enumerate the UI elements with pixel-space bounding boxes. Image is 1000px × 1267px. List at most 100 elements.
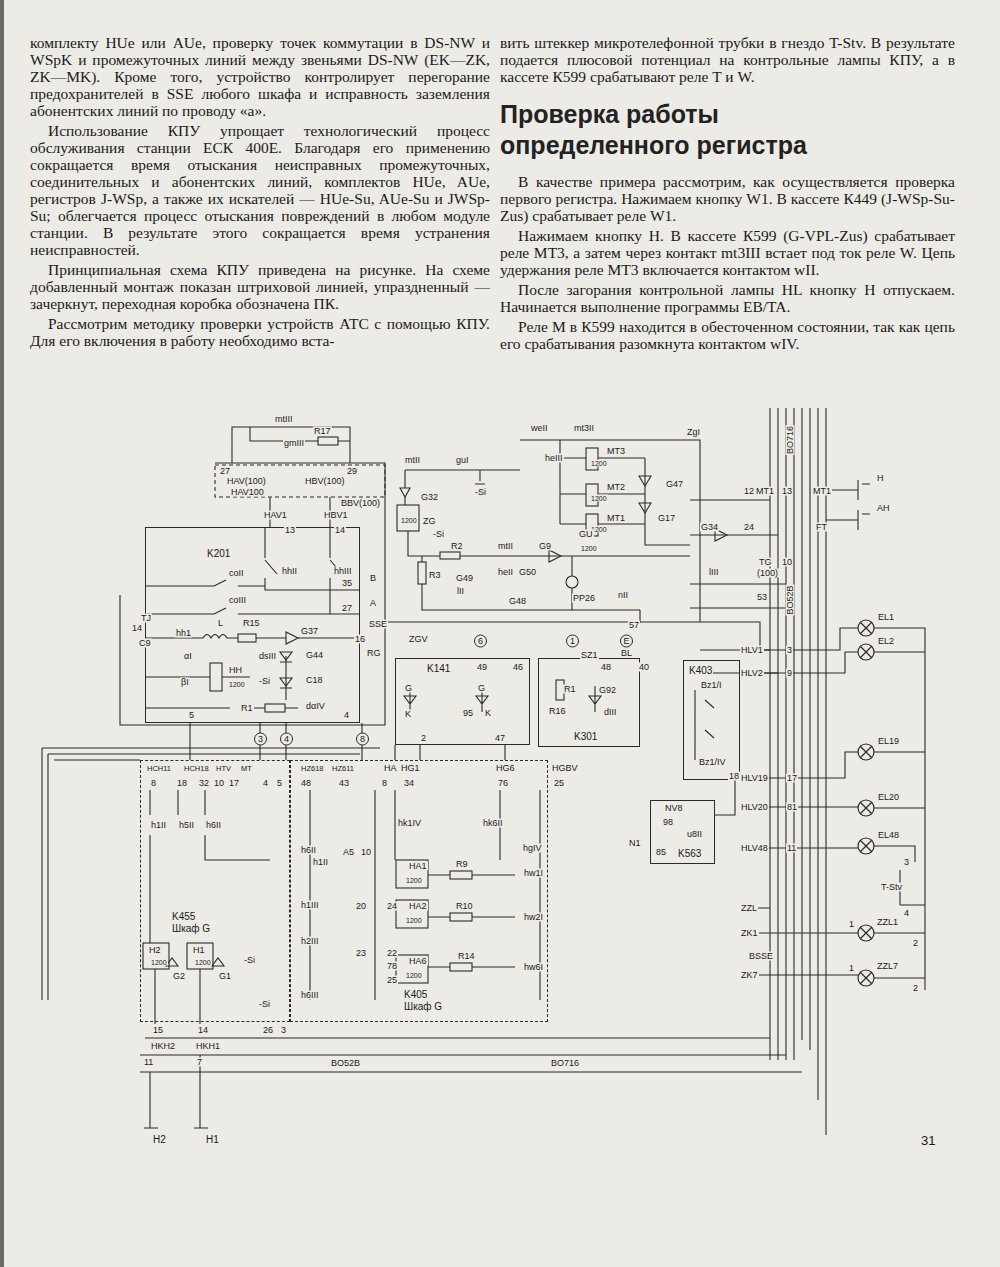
circuit-label: BO52B (786, 584, 795, 615)
circuit-label: HCH18 (183, 765, 210, 773)
circuit-label: 1200 (228, 681, 246, 688)
circuit-label: HG6 (495, 764, 516, 773)
circuit-label: u8II (686, 830, 703, 839)
circuit-label: 14 (131, 624, 143, 633)
circuit-label: ZG (422, 517, 437, 526)
body-paragraph: комплекту HUe или AUe, проверку точек ко… (30, 34, 490, 119)
circuit-label: H2 (148, 946, 162, 955)
circuit-label: K (484, 709, 492, 718)
cassette-box: K141 (395, 658, 530, 745)
circuit-label: R1 (240, 704, 254, 713)
circuit-label: coII (228, 569, 245, 578)
circuit-label: 40 (638, 663, 650, 672)
cassette-box: K301 (538, 658, 640, 747)
circuit-label: h5II (178, 821, 195, 830)
circuit-label: HLV48 (740, 844, 769, 853)
circuit-label: h1III (300, 901, 320, 910)
circuit-label: HGBV (551, 764, 579, 773)
circuit-label: R2 (450, 542, 464, 551)
body-paragraph: Принципиальная схема КПУ приведена на ри… (30, 261, 490, 312)
circuit-label: hgIV (522, 844, 543, 853)
circuit-label: 4 (903, 909, 910, 918)
circuit-label: 25 (386, 976, 398, 985)
circuit-label: HA2 (408, 902, 428, 911)
circuit-label: HA1 (408, 862, 428, 871)
circuit-label: A (369, 599, 377, 608)
circuit-label: MT3 (606, 447, 626, 456)
circuit-label: E (620, 635, 633, 648)
circuit-label: G92 (598, 686, 617, 695)
circuit-label: G37 (300, 627, 319, 636)
circuit-label: G44 (305, 651, 324, 660)
body-paragraph: Рассмотрим методику проверки устройств А… (30, 315, 490, 349)
circuit-label: 2 (912, 939, 919, 948)
circuit-label: H (876, 474, 885, 483)
circuit-label: 6 (474, 635, 487, 648)
circuit-label: hk6II (482, 819, 504, 828)
circuit-label: weII (530, 424, 549, 433)
circuit-label: MT2 (606, 483, 626, 492)
circuit-label: C9 (138, 639, 152, 648)
circuit-label: -Si (432, 530, 445, 539)
circuit-label: hw1I (523, 869, 544, 878)
circuit-label: 4 (343, 711, 350, 720)
circuit-label: HH (228, 666, 243, 675)
circuit-label: 17 (228, 779, 240, 788)
body-paragraph: Использование КПУ упрощает технологическ… (30, 122, 490, 258)
circuit-label: h1II (312, 858, 329, 867)
circuit-label: 48 (600, 663, 612, 672)
circuit-label: MT (240, 765, 253, 773)
circuit-label: h6III (300, 991, 320, 1000)
circuit-label: 3 (280, 1026, 287, 1035)
circuit-label: EL2 (877, 637, 895, 646)
circuit-label: 81 (786, 803, 798, 812)
circuit-label: 24 (743, 523, 755, 532)
cassette-box: K455 Шкаф G (140, 760, 290, 1022)
cassette-name: K201 (206, 548, 231, 560)
cassette-name: K403 (688, 665, 713, 677)
circuit-label: FT (815, 523, 828, 532)
circuit-label: mtII (497, 542, 514, 551)
circuit-label: hhIII (333, 567, 353, 576)
circuit-label: h1II (150, 821, 167, 830)
circuit-label: 15 (152, 1026, 164, 1035)
circuit-label: HCH11 (146, 765, 172, 773)
circuit-label: HLV20 (740, 803, 769, 812)
circuit-label: 3 (786, 646, 793, 655)
circuit-label: G17 (657, 514, 676, 523)
circuit-label: B (369, 574, 377, 583)
circuit-label: G49 (455, 574, 474, 583)
circuit-label: 13 (781, 487, 793, 496)
circuit-label: G9 (538, 542, 552, 551)
circuit-label: βI (180, 678, 190, 687)
circuit-label: mtII (404, 456, 421, 465)
circuit-label: dIII (603, 708, 618, 717)
circuit-label: BO716 (786, 425, 795, 455)
circuit-label: 10 (360, 848, 372, 857)
circuit-label: 13 (284, 526, 296, 535)
circuit-label: G50 (518, 568, 537, 577)
circuit-label: 1200 (590, 460, 608, 467)
circuit-label: K (404, 710, 412, 719)
circuit-label: mtIII (274, 415, 294, 424)
circuit-label: 49 (476, 663, 488, 672)
circuit-label: 12 (743, 487, 755, 496)
circuit-label: SZ1 (580, 651, 599, 660)
circuit-label: G34 (700, 523, 719, 532)
circuit-label: 27 (219, 467, 231, 476)
circuit-label: C18 (305, 676, 324, 685)
circuit-label: 22 (386, 949, 398, 958)
circuit-label: R15 (242, 619, 261, 628)
circuit-label: ZK7 (740, 971, 759, 980)
circuit-label: 95 (462, 709, 474, 718)
circuit-label: 78 (386, 962, 398, 971)
circuit-label: 23 (355, 949, 367, 958)
circuit-label: h6II (300, 846, 317, 855)
circuit-label: L (217, 619, 224, 628)
circuit-label: 76 (497, 779, 509, 788)
circuit-label: 10 (781, 558, 793, 567)
circuit-label: AH (876, 504, 891, 513)
circuit-label: Bz1/I (700, 681, 723, 690)
circuit-label: guI (455, 456, 470, 465)
cassette-name: K563 (677, 848, 702, 860)
